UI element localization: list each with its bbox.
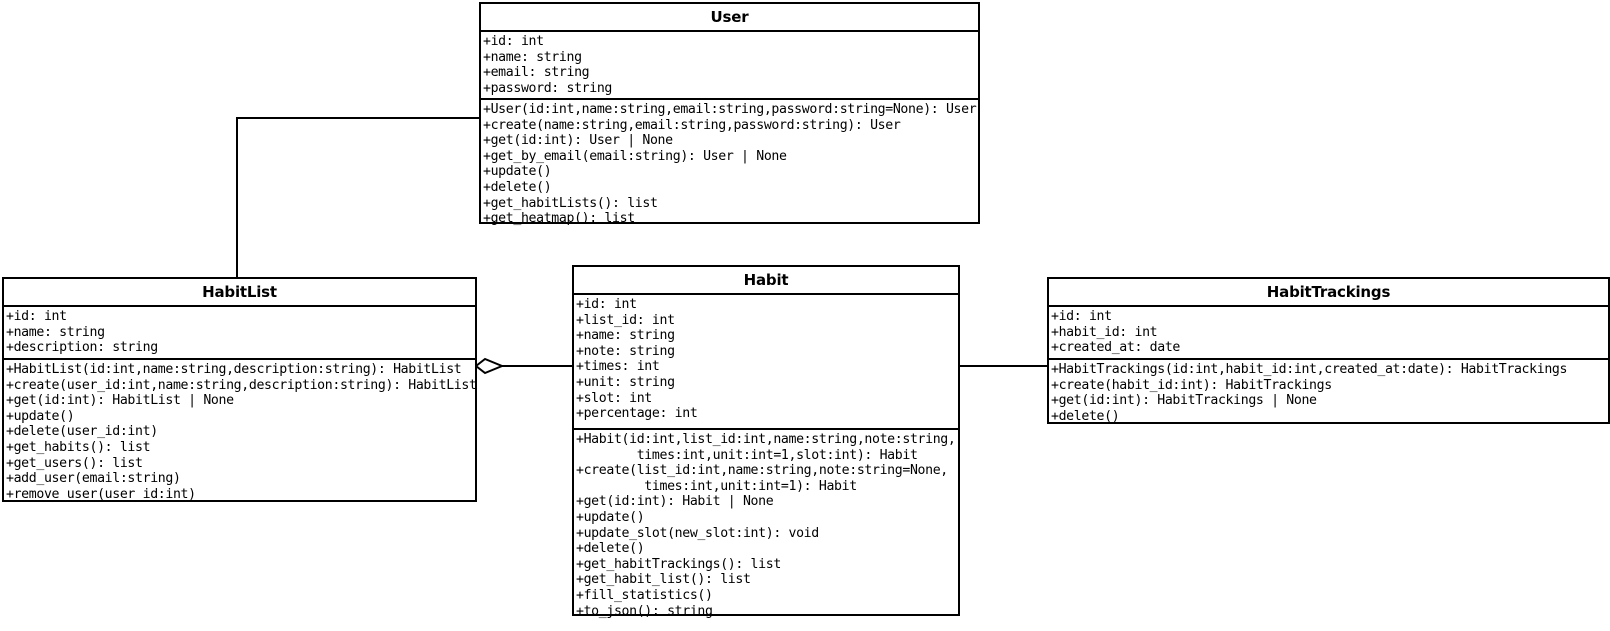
- method-row: +remove_user(user_id:int): [6, 486, 196, 502]
- aggregation-diamond-icon: [475, 357, 505, 375]
- class-box-user[interactable]: User +id: int +name: string +email: stri…: [479, 2, 980, 226]
- class-attributes-habit: +id: int +list_id: int +name: string +no…: [574, 295, 958, 428]
- attribute-row: +id: int: [576, 297, 637, 312]
- method-row: +get_habit_list(): list: [576, 572, 751, 588]
- class-title-habitlist: HabitList: [4, 279, 475, 307]
- method-row: +add_user(email:string): [6, 471, 181, 487]
- attribute-row: +name: string: [483, 49, 582, 65]
- method-row: +create(habit_id:int): HabitTrackings: [1051, 377, 1332, 393]
- method-row: +delete(): [483, 179, 552, 195]
- method-row: +get_users(): list: [6, 455, 143, 471]
- class-box-habitlist[interactable]: HabitList +id: int +name: string +descri…: [2, 277, 477, 502]
- attribute-row: +name: string: [6, 324, 105, 340]
- method-row: +create(user_id:int,name:string,descript…: [6, 377, 477, 393]
- method-row: +Habit(id:int,list_id:int,name:string,no…: [576, 432, 956, 447]
- class-methods-habitlist: +HabitList(id:int,name:string,descriptio…: [4, 358, 477, 505]
- method-row: +get(id:int): HabitTrackings | None: [1051, 393, 1317, 409]
- attribute-row: +list_id: int: [576, 312, 675, 328]
- connector-habitlist-habit: [498, 365, 574, 367]
- class-box-habittrackings[interactable]: HabitTrackings +id: int +habit_id: int +…: [1047, 277, 1610, 424]
- class-methods-user: +User(id:int,name:string,email:string,pa…: [481, 98, 978, 230]
- method-row: +create(list_id:int,name:string,note:str…: [576, 463, 948, 479]
- connector-habit-habittrackings: [958, 365, 1049, 367]
- method-row: +delete(user_id:int): [6, 424, 158, 440]
- attribute-row: +email: string: [483, 65, 590, 81]
- class-methods-habit: +Habit(id:int,list_id:int,name:string,no…: [574, 428, 958, 622]
- method-row: +update_slot(new_slot:int): void: [576, 525, 819, 541]
- method-row: +to_json(): string: [576, 603, 713, 619]
- class-title-habit: Habit: [574, 267, 958, 295]
- attribute-row: +slot: int: [576, 390, 652, 406]
- connector-user-habitlist-horizontal: [236, 117, 481, 119]
- attribute-row: +id: int: [483, 34, 544, 49]
- method-row: +get(id:int): HabitList | None: [6, 393, 234, 409]
- attribute-row: +description: string: [6, 340, 158, 356]
- method-row: +delete(): [1051, 408, 1120, 424]
- class-methods-habittrackings: +HabitTrackings(id:int,habit_id:int,crea…: [1049, 358, 1608, 427]
- method-row: +create(name:string,email:string,passwor…: [483, 117, 901, 133]
- attribute-row: +times: int: [576, 359, 660, 375]
- method-row: +get(id:int): User | None: [483, 133, 673, 149]
- method-row-continuation: times:int,unit:int=1,slot:int): Habit: [576, 447, 918, 463]
- method-row: +User(id:int,name:string,email:string,pa…: [483, 102, 977, 117]
- method-row: +update(): [6, 408, 75, 424]
- method-row: +delete(): [576, 541, 645, 557]
- method-row: +update(): [483, 164, 552, 180]
- class-box-habit[interactable]: Habit +id: int +list_id: int +name: stri…: [572, 265, 960, 619]
- method-row: +get_heatmap(): list: [483, 211, 635, 227]
- attribute-row: +unit: string: [576, 374, 675, 390]
- method-row: +get_habits(): list: [6, 439, 151, 455]
- method-row: +get_habitTrackings(): list: [576, 556, 781, 572]
- method-row: +get(id:int): Habit | None: [576, 494, 774, 510]
- attribute-row: +id: int: [6, 309, 67, 324]
- class-attributes-user: +id: int +name: string +email: string +p…: [481, 32, 978, 98]
- method-row-continuation: times:int,unit:int=1): Habit: [576, 478, 857, 494]
- attribute-row: +percentage: int: [576, 406, 698, 422]
- connector-user-habitlist-vertical: [236, 117, 238, 279]
- attribute-row: +password: string: [483, 80, 613, 96]
- class-attributes-habittrackings: +id: int +habit_id: int +created_at: dat…: [1049, 307, 1608, 358]
- attribute-row: +habit_id: int: [1051, 324, 1158, 340]
- method-row: +get_habitLists(): list: [483, 195, 658, 211]
- class-title-user: User: [481, 4, 978, 32]
- class-attributes-habitlist: +id: int +name: string +description: str…: [4, 307, 475, 358]
- attribute-row: +id: int: [1051, 309, 1112, 324]
- method-row: +HabitList(id:int,name:string,descriptio…: [6, 362, 462, 377]
- method-row: +get_by_email(email:string): User | None: [483, 148, 787, 164]
- method-row: +HabitTrackings(id:int,habit_id:int,crea…: [1051, 362, 1568, 377]
- method-row: +update(): [576, 509, 645, 525]
- attribute-row: +name: string: [576, 328, 675, 344]
- method-row: +fill_statistics(): [576, 587, 713, 603]
- class-title-habittrackings: HabitTrackings: [1049, 279, 1608, 307]
- attribute-row: +note: string: [576, 343, 675, 359]
- attribute-row: +created_at: date: [1051, 340, 1181, 356]
